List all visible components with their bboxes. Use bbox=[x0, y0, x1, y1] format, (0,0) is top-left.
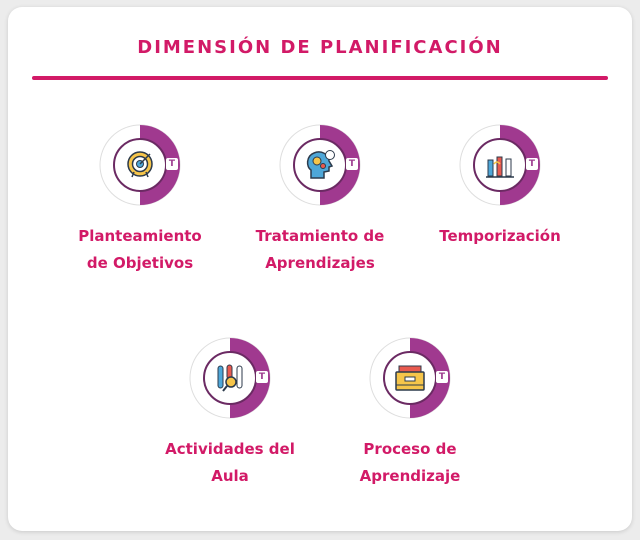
item-label: Actividades del Aula bbox=[165, 440, 295, 485]
head-gears-icon bbox=[306, 150, 335, 179]
item-label: Planteamiento de Objetivos bbox=[78, 227, 202, 272]
tab-icon: T bbox=[256, 371, 268, 383]
item-label: Proceso de Aprendizaje bbox=[359, 440, 461, 485]
title-divider bbox=[32, 76, 608, 80]
tab-icon: T bbox=[526, 158, 538, 170]
item-tratamiento[interactable]: T Tratamiento de Aprendizajes bbox=[240, 123, 400, 277]
page-title: DIMENSIÓN DE PLANIFICACIÓN bbox=[137, 37, 503, 58]
target-icon bbox=[127, 151, 153, 178]
tab-icon: T bbox=[166, 158, 178, 170]
item-planteamiento[interactable]: T Planteamiento de Objetivos bbox=[60, 123, 220, 277]
badge-tratamiento: T bbox=[278, 123, 362, 207]
badge-temporizacion: T bbox=[458, 123, 542, 207]
item-actividades[interactable]: T Actividades del Aula bbox=[150, 336, 310, 490]
timeline-bars-icon bbox=[486, 156, 514, 178]
folder-box-icon bbox=[395, 365, 425, 391]
lab-tubes-magnifier-icon bbox=[217, 364, 243, 392]
tab-icon: T bbox=[346, 158, 358, 170]
badge-actividades: T bbox=[188, 336, 272, 420]
tab-icon: T bbox=[436, 371, 448, 383]
item-proceso[interactable]: T Proceso de Aprendizaje bbox=[330, 336, 490, 490]
content-card: DIMENSIÓN DE PLANIFICACIÓN T Planteamien… bbox=[8, 7, 632, 531]
item-label: Tratamiento de Aprendizajes bbox=[255, 227, 385, 272]
item-temporizacion[interactable]: T Temporización bbox=[420, 123, 580, 250]
item-label: Temporización bbox=[439, 227, 561, 245]
badge-planteamiento: T bbox=[98, 123, 182, 207]
badge-circle bbox=[99, 124, 181, 206]
badge-proceso: T bbox=[368, 336, 452, 420]
